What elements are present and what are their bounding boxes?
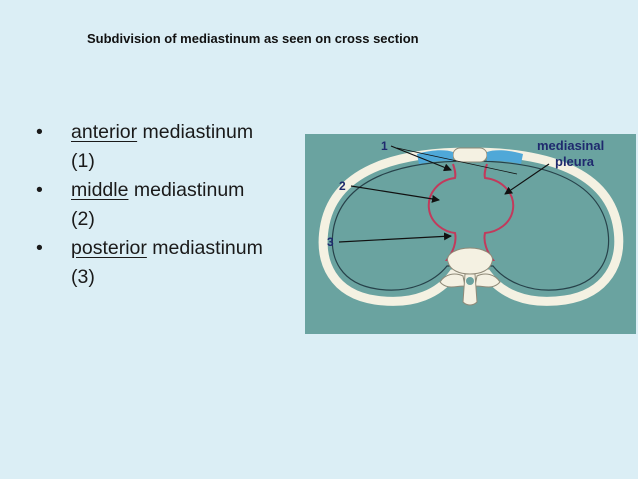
- label-3: 3: [327, 235, 334, 249]
- bullet-list: • anterior mediastinum (1) • middle medi…: [36, 118, 311, 292]
- arrow-1: [390, 145, 452, 172]
- label-pleura-line2: pleura: [555, 154, 595, 169]
- cross-section-svg: 1 2 3 mediasinal pleura: [305, 134, 636, 334]
- bullet-text: mediastinum: [128, 179, 245, 201]
- arrow-1-extension: [396, 147, 518, 175]
- anterior-fat-right: [487, 150, 523, 164]
- bullet-text: mediastinum: [146, 237, 263, 259]
- bullet-middle: • middle mediastinum (2): [36, 176, 311, 234]
- label-2: 2: [339, 179, 346, 193]
- bullet-text: mediastinum: [137, 121, 254, 143]
- bullet-anterior: • anterior mediastinum (1): [36, 118, 311, 176]
- bullet-number: (2): [71, 208, 95, 230]
- label-pleura-line1: mediasinal: [537, 138, 604, 153]
- bullet-marker: •: [36, 121, 43, 143]
- bullet-marker: •: [36, 237, 43, 259]
- vertebra: [439, 247, 501, 306]
- arrow-2: [350, 185, 440, 203]
- mediastinum-cross-section-figure: 1 2 3 mediasinal pleura: [305, 134, 636, 334]
- slide-title: Subdivision of mediastinum as seen on cr…: [87, 31, 419, 46]
- arrow-pleura: [504, 163, 550, 195]
- bullet-marker: •: [36, 179, 43, 201]
- bullet-keyword: posterior: [71, 237, 147, 259]
- bullet-posterior: • posterior mediastinum (3): [36, 234, 311, 292]
- bullet-keyword: anterior: [71, 121, 138, 143]
- bullet-keyword: middle: [71, 179, 129, 201]
- bullet-number: (1): [71, 150, 95, 172]
- sternum: [452, 147, 488, 163]
- arrow-3: [338, 232, 452, 243]
- bullet-number: (3): [71, 266, 95, 288]
- label-1: 1: [381, 139, 388, 153]
